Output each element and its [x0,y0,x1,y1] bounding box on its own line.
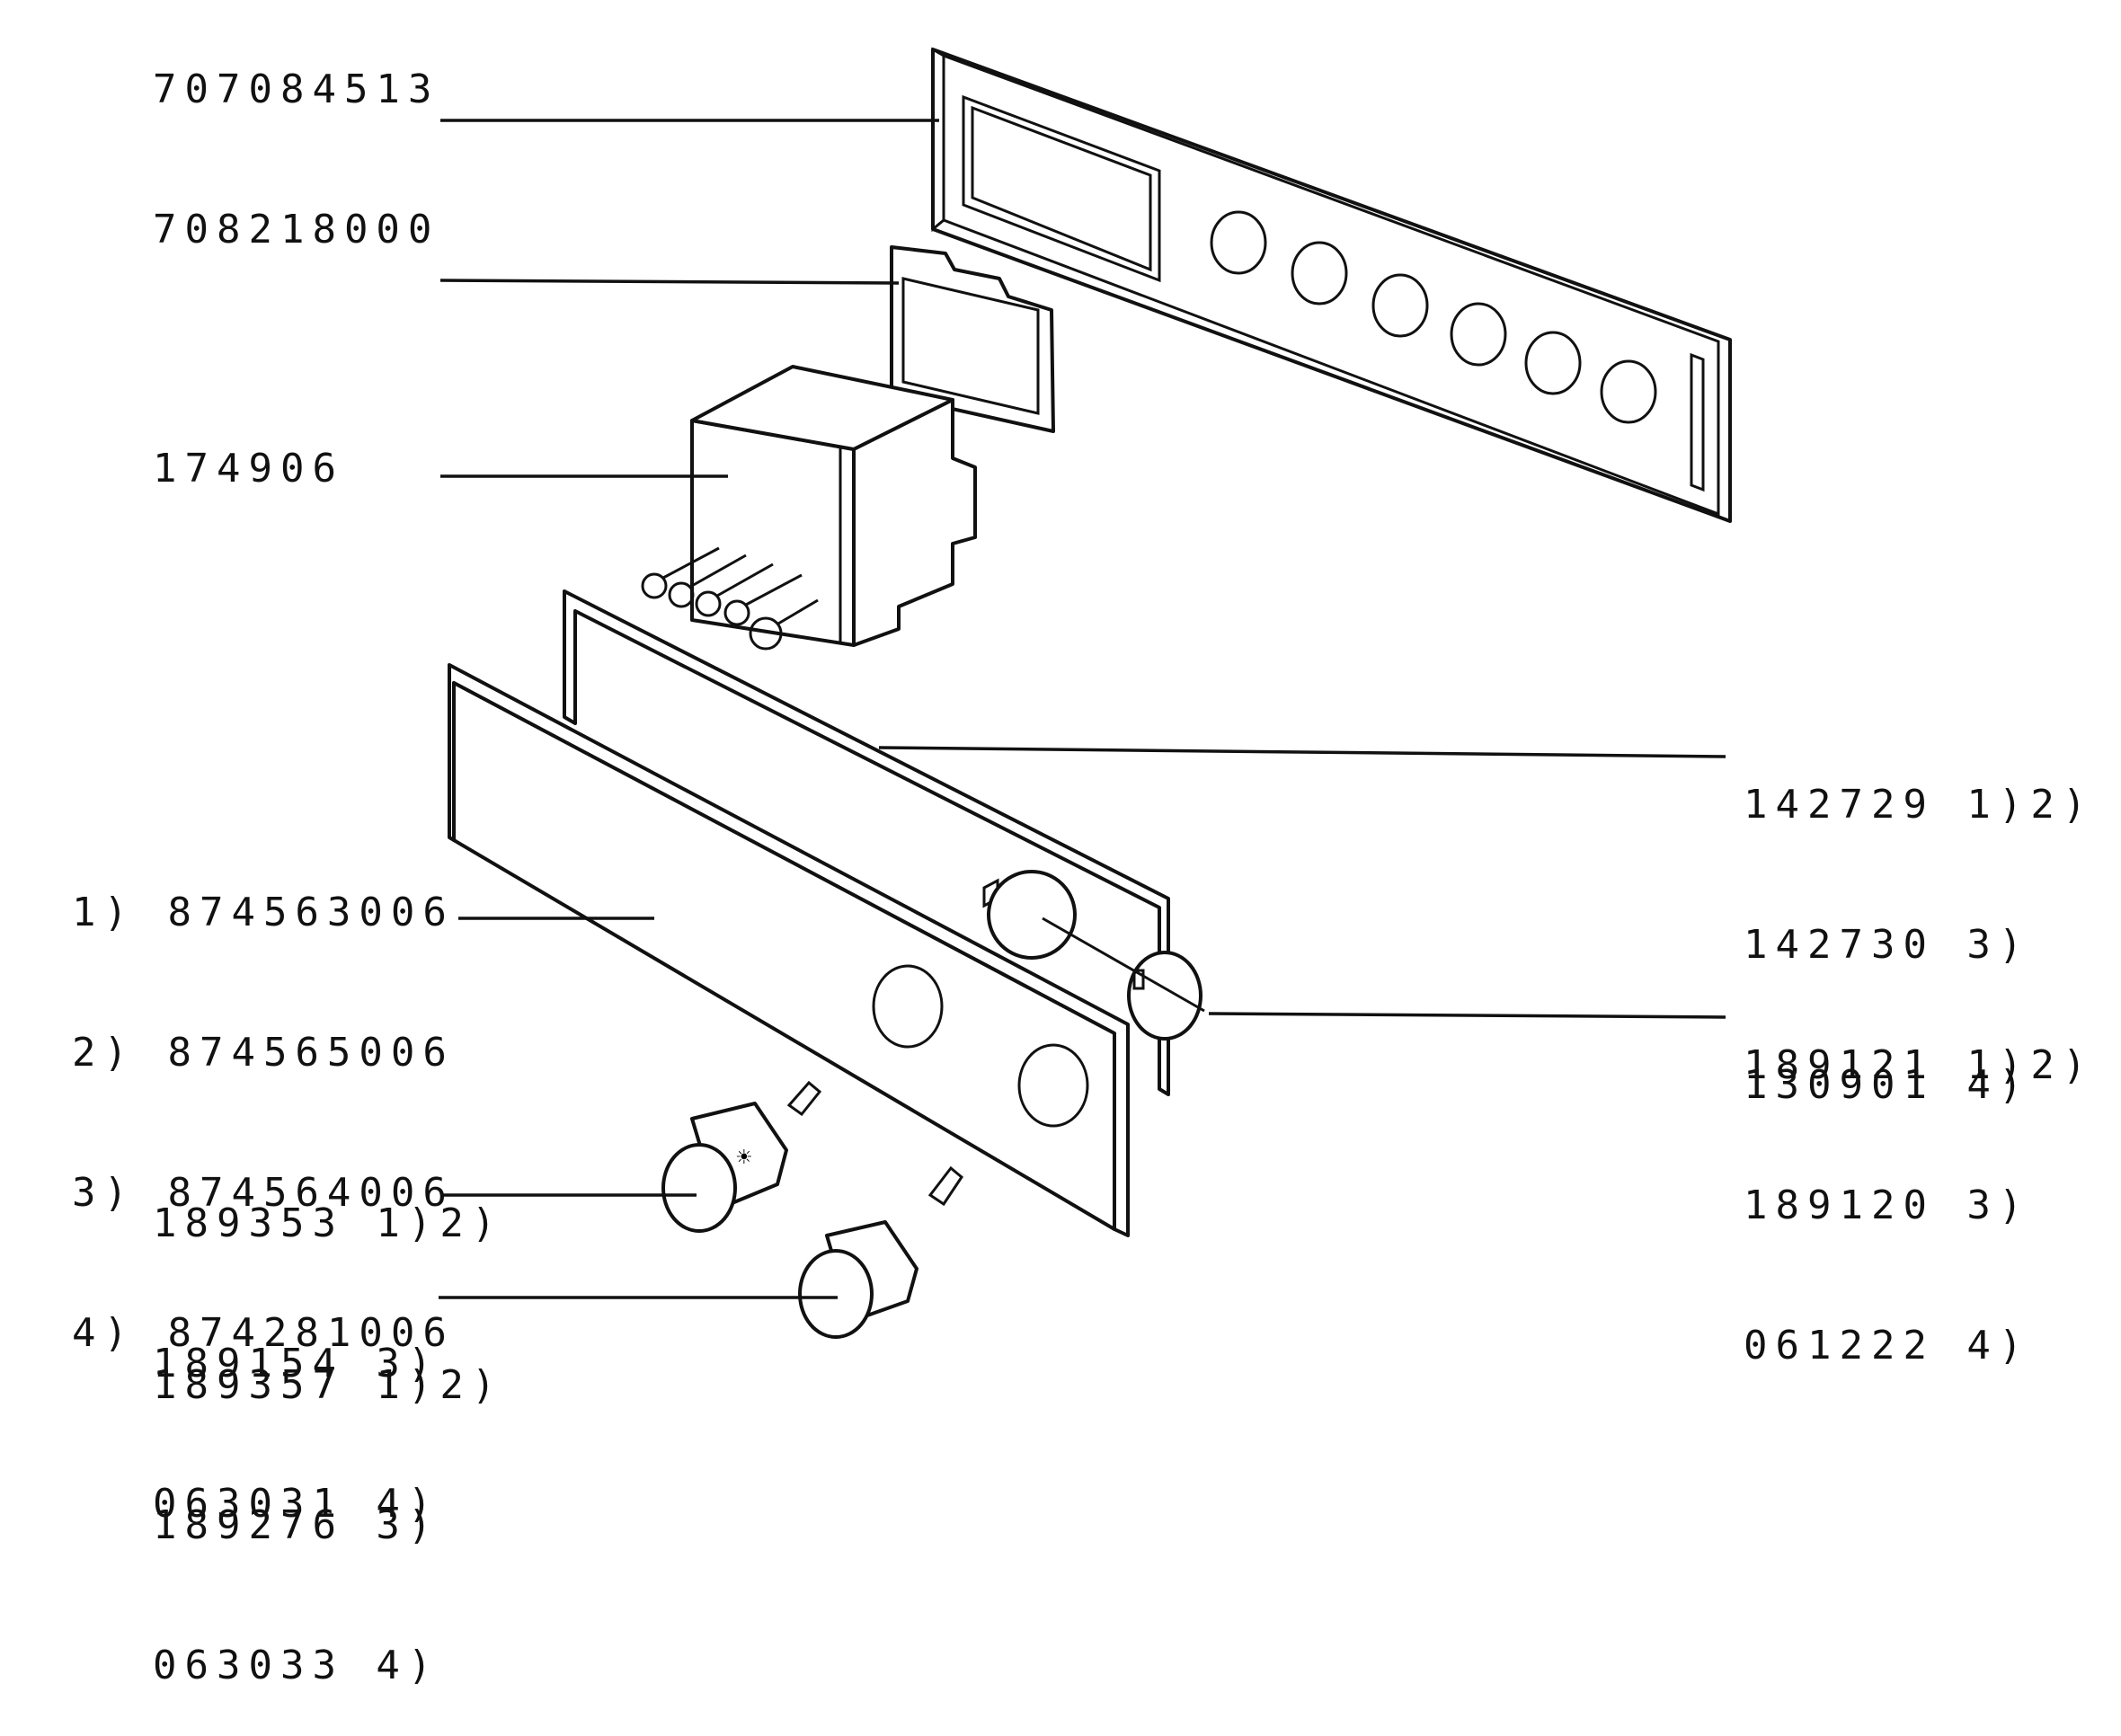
label-knob-b: 189357 1)2) 189276 3) 063033 4) [153,1269,503,1736]
control-panel-drawing [448,663,1130,1237]
label-line: 189276 3) [153,1502,440,1548]
label-line: 063033 4) [153,1643,440,1688]
label-line: 2) 874565006 [72,1030,455,1076]
label-control-panel: 1) 874563006 2) 874565006 3) 874564006 4… [72,796,455,1404]
programmer-drawing [641,365,977,651]
label-programmer: 174906 [153,446,344,492]
label-line: 4) 874281006 [72,1310,455,1356]
clock-window-drawing [890,245,1055,433]
label-line: 061222 4) [1744,1323,2031,1368]
label-line: 189353 1)2) [153,1200,504,1246]
svg-text:☀: ☀ [735,1147,753,1169]
knob-a-drawing: ☀ [661,1080,822,1233]
fascia-panel-drawing [931,47,1732,523]
label-knob-bezel: 189121 1)2) 189120 3) 061222 4) [1744,949,2094,1416]
label-line: 189154 3) [153,1341,440,1386]
label-line: 189120 3) [1744,1182,2031,1228]
label-line: 189357 1)2) [153,1362,504,1408]
label-line: 130901 4) [1744,1062,2031,1108]
label-line: 3) 874564006 [72,1170,455,1216]
label-line: 142730 3) [1744,922,2031,968]
exploded-parts-diagram: ☀ 707084513 708218000 174906 142729 1)2)… [72,47,2094,1688]
knob-b-drawing [798,1165,963,1339]
leader-lines [439,119,1726,1299]
knob-bezel-drawing [982,870,1205,1041]
label-line: 189121 1)2) [1744,1042,2095,1088]
label-line: 142729 1)2) [1744,782,2095,828]
label-line: 1) 874563006 [72,890,455,935]
label-fascia-panel: 707084513 [153,66,440,112]
parts-drawing: ☀ [439,47,1732,1339]
label-clock-window: 708218000 [153,207,440,252]
label-glass-panel: 142729 1)2) 142730 3) 130901 4) [1744,688,2094,1156]
